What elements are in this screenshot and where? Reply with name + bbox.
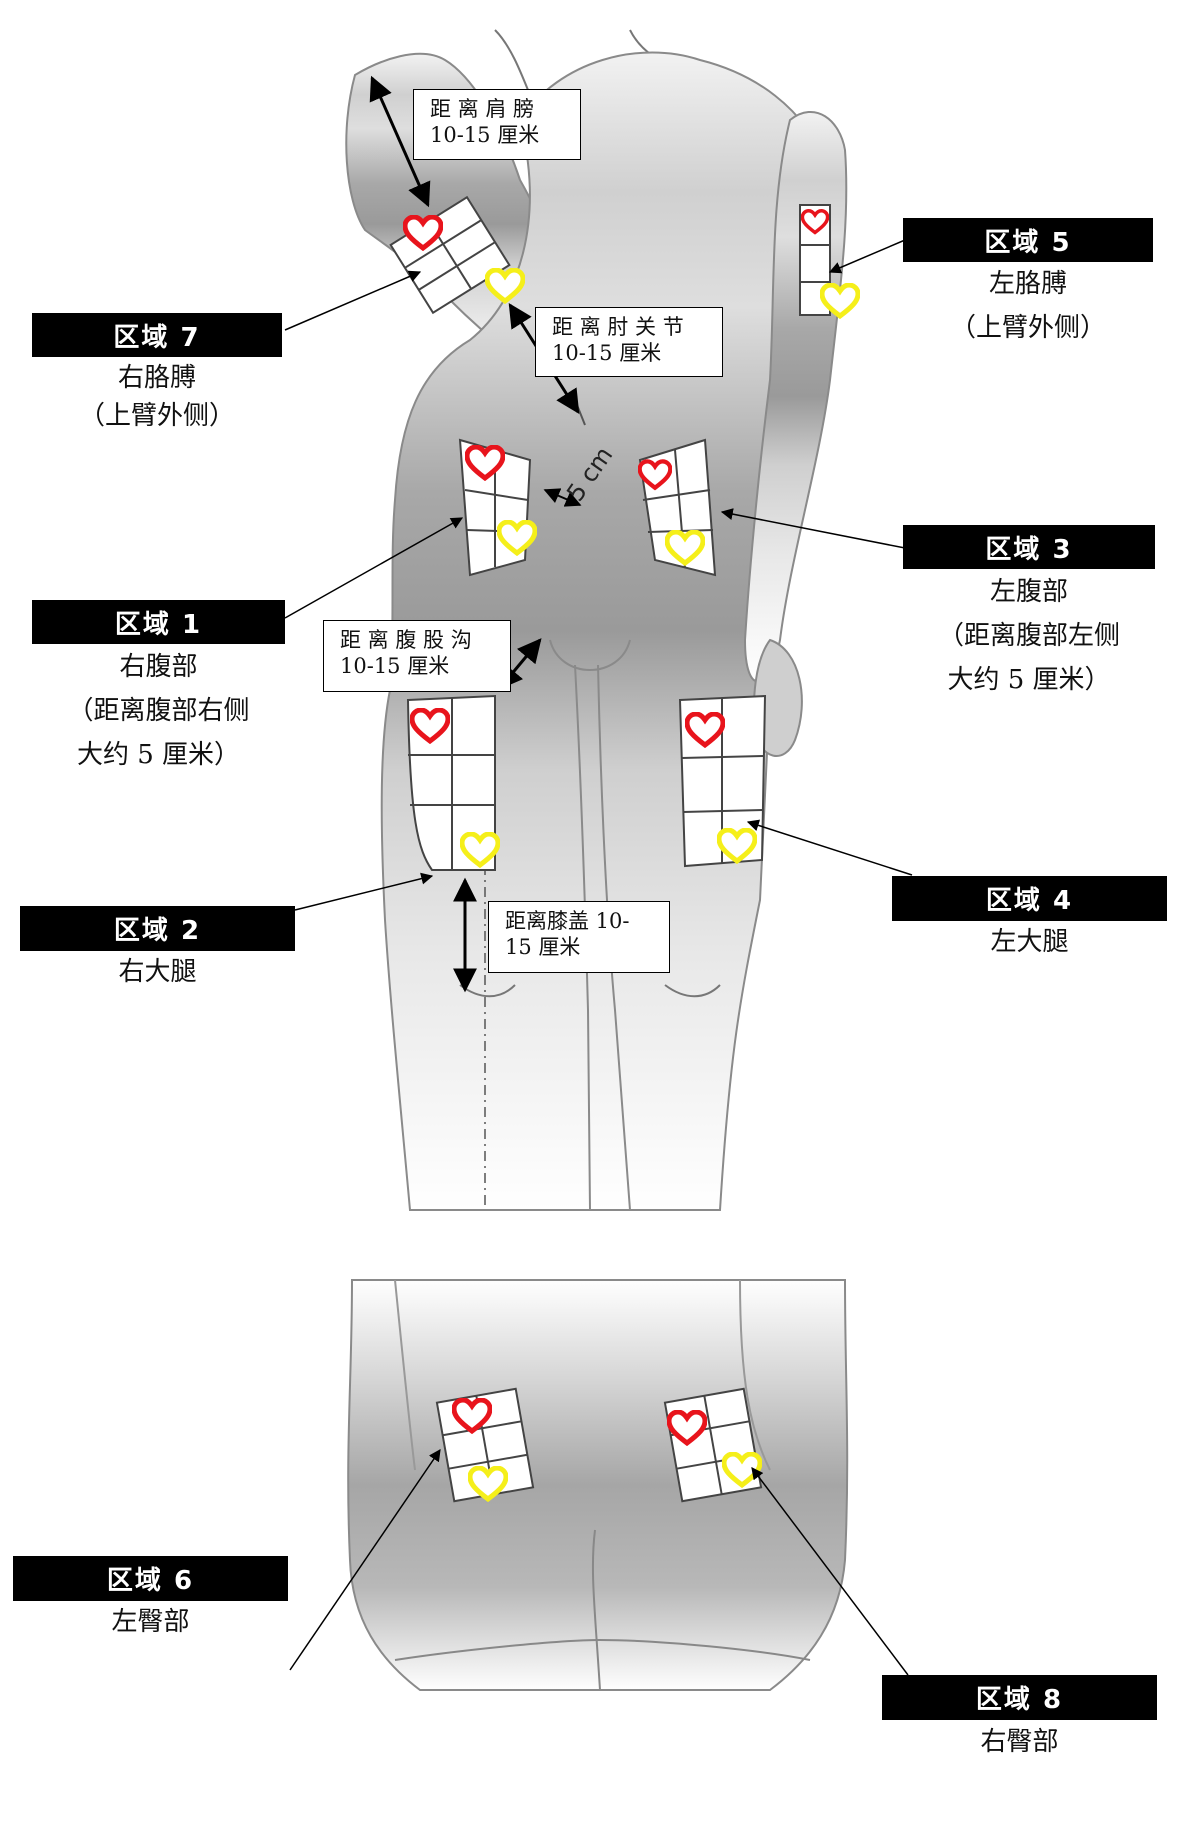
zone5-title: 区域 5 [903,218,1153,262]
zone8-desc-line-1: 右臀部 [980,1727,1059,1757]
left-hand-shape [752,638,803,757]
zone3-description: 左腹部 （距离腹部左侧 大约 5 厘米） [903,570,1155,702]
zone2-title: 区域 2 [20,906,295,951]
zone8-leader-line [751,1467,909,1676]
zone5-desc-line-2: （上臂外侧） [949,313,1106,343]
zone3-leader-line [720,508,906,549]
left-gluteal-fold [394,1639,601,1661]
zone5-desc-line-1: 左胳膊 [988,269,1067,299]
zone4-title: 区域 4 [892,876,1167,921]
zone8-title: 区域 8 [882,1675,1157,1720]
elbow-distance-label: 距 离 肘 关 节 10-15 厘米 [535,307,723,377]
zone4-leader-line [746,819,913,876]
buttocks-cleft [591,1529,601,1691]
zone4-description: 左大腿 [892,920,1167,964]
zone1-desc-line-1: 右腹部 [119,652,198,682]
zone1-leader-line [284,517,464,619]
zone5-description: 左胳膊 （上臂外侧） [903,262,1153,350]
hips-shape [347,1279,849,1691]
right-side-arm-outline [739,1279,771,1471]
zone8-description: 右臀部 [882,1720,1157,1764]
zone1-description: 右腹部 （距离腹部右侧 大约 5 厘米） [32,645,285,777]
zone6-title: 区域 6 [13,1556,288,1601]
zone1-title: 区域 1 [32,600,285,644]
knee-curve-left [664,984,721,998]
zone3-desc-line-3: 大约 5 厘米） [947,665,1111,695]
leg-separation-line [574,664,631,1211]
groin-distance-label: 距 离 腹 股 沟 10-15 厘米 [323,620,511,692]
zone3-title: 区域 3 [903,525,1155,569]
zone2-leader-line [294,872,434,911]
zone2-description: 右大腿 [20,950,295,994]
crotch-curve [549,639,631,671]
zone6-desc-line-1: 左臀部 [111,1607,190,1637]
zone4-desc-line-1: 左大腿 [990,927,1069,957]
five-cm-arrow [543,488,582,507]
right-gluteal-fold [599,1639,811,1661]
zone2-desc-line-1: 右大腿 [118,957,197,987]
shoulder-distance-arrow [369,75,431,208]
zone7-title: 区域 7 [32,313,282,357]
zone6-leader-line [289,1449,441,1671]
back-hips-figure [347,1279,849,1691]
shoulder-distance-label: 距 离 肩 膀 10-15 厘米 [413,89,581,160]
left-side-arm-outline [394,1279,416,1471]
zone7-description: 右胳膊 （上臂外侧） [32,356,282,432]
zone1-desc-line-3: 大约 5 厘米） [76,740,241,770]
zone6-description: 左臀部 [13,1600,288,1644]
zone1-desc-line-2: （距离腹部右侧 [67,696,250,726]
zone7-desc-line-1: 右胳膊 [117,363,196,393]
zone7-leader-line [284,270,422,331]
knee-distance-label: 距离膝盖 10- 15 厘米 [488,901,670,973]
zone3-desc-line-2: （距离腹部左侧 [937,621,1120,651]
zone5-leader-line [828,239,906,274]
zone3-desc-line-1: 左腹部 [989,577,1068,607]
zone7-desc-line-2: （上臂外侧） [78,401,235,431]
